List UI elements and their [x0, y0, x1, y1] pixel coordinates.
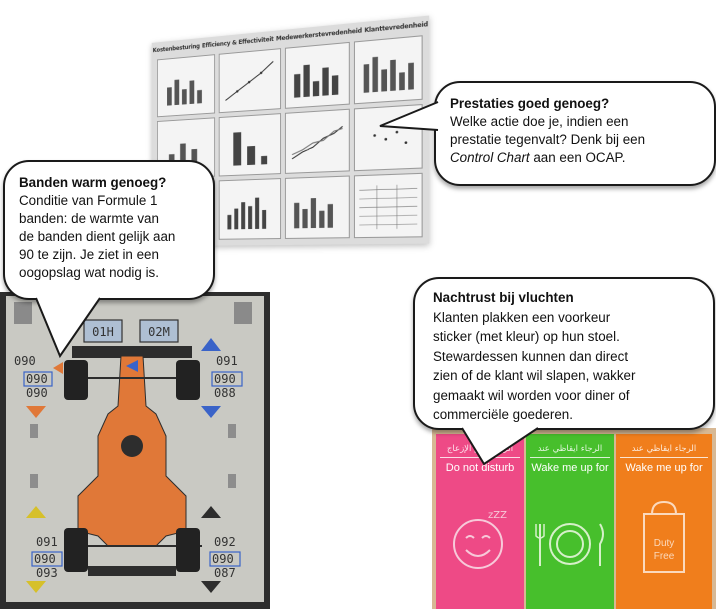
performance-line-1: Welke actie doe je, indien een — [450, 114, 629, 129]
f1-front-left-temp-2: 090 — [26, 372, 48, 386]
mini-chart — [218, 113, 281, 177]
f1-rear-left-temp-2: 090 — [34, 552, 56, 566]
rest-title: Nachtrust bij vluchten — [433, 290, 574, 305]
dashboard-header-2: Efficiency & Effectiviteit — [201, 35, 274, 50]
sticker-wake-me-duty-free: الرجاء ايقاظي عند Wake me up for Duty Fr… — [616, 434, 712, 609]
rest-line-4: zien of de klant wil slapen, wakker — [433, 368, 636, 383]
f1-front-right-temp-2: 090 — [214, 372, 236, 386]
tyres-line-5: oogopslag wat nodig is. — [19, 265, 159, 280]
dashboard-header-1: Kostenbesturing — [152, 42, 200, 54]
performance-line-2: prestatie tegenvalt? Denk bij een — [450, 132, 646, 147]
f1-screen: 01H 02M — [6, 296, 264, 602]
tyres-bubble-tail — [35, 297, 101, 359]
mini-chart — [284, 175, 350, 239]
tyres-bubble: Banden warm genoeg? Conditie van Formule… — [3, 160, 215, 300]
f1-box-right: 02M — [148, 325, 170, 339]
mini-table — [353, 172, 423, 239]
tyres-line-3: de banden dient gelijk aan — [19, 229, 176, 244]
sleep-face-icon: zZZ — [453, 510, 507, 569]
sticker-1-english: Do not disturb — [445, 462, 515, 474]
rest-line-3: Stewardessen kunnen dan direct — [433, 348, 629, 364]
f1-rear-left-temp-3: 093 — [36, 566, 58, 580]
f1-rear-right-temp-1: 092 — [214, 535, 236, 549]
mini-chart — [284, 41, 350, 109]
sticker-wake-me-dinner: الرجاء ايقاظي عند Wake me up for — [526, 434, 614, 609]
sticker-do-not-disturb: الرجاء عدم الإزعاج Do not disturb zZZ — [436, 434, 524, 609]
dashboard-header-4: Klanttevredenheid — [364, 20, 428, 34]
dashboard-grid — [156, 35, 423, 241]
duty-free-bag-icon: Duty Free — [643, 500, 685, 573]
rest-bubble: Nachtrust bij vluchten Klanten plakken e… — [413, 277, 715, 430]
f1-front-left-temp-1: 090 — [14, 354, 36, 368]
f1-front-right-temp-1: 091 — [216, 354, 238, 368]
mini-chart — [218, 48, 281, 114]
mini-chart — [156, 54, 216, 118]
f1-rear-right-temp-3: 087 — [214, 566, 236, 580]
tyres-line-4: 90 te zijn. Je ziet in een — [19, 247, 159, 262]
performance-line-3-rest: aan een OCAP. — [529, 150, 626, 165]
rest-line-6: commerciële goederen. — [433, 407, 573, 422]
flight-stickers-photo: الرجاء عدم الإزعاج Do not disturb zZZ ال… — [432, 428, 716, 609]
duty-free-label-1: Duty — [654, 538, 675, 549]
f1-car-graphic: 01H 02M — [14, 302, 252, 593]
tyres-line-2: banden: de warmte van — [19, 211, 159, 226]
performance-bubble-tail — [379, 101, 439, 131]
performance-title: Prestaties goed genoeg? — [450, 96, 610, 111]
rest-line-1: Klanten plakken een voorkeur — [433, 309, 611, 325]
f1-box-left: 01H — [92, 325, 114, 339]
f1-front-right-temp-3: 088 — [214, 386, 236, 400]
f1-rear-left-temp-1: 091 — [36, 535, 58, 549]
mini-chart — [218, 178, 281, 240]
rest-line-5: gemaakt wil worden voor diner of — [433, 387, 630, 403]
plate-cutlery-icon — [535, 523, 604, 566]
performance-bubble: Prestaties goed genoeg? Welke actie doe … — [434, 81, 716, 186]
tyres-title: Banden warm genoeg? — [19, 175, 167, 190]
rest-bubble-tail — [461, 427, 539, 466]
duty-free-label-2: Free — [654, 551, 675, 562]
rest-line-2: sticker (met kleur) op hun stoel. — [433, 329, 620, 344]
performance-line-3: Control Chart aan een OCAP. — [450, 149, 700, 167]
mini-chart — [284, 108, 350, 174]
dashboard-header-3: Medewerkerstevredenheid — [275, 26, 362, 43]
f1-rear-right-temp-2: 090 — [212, 552, 234, 566]
f1-front-left-temp-3: 090 — [26, 386, 48, 400]
control-chart-term: Control Chart — [450, 150, 530, 165]
tyres-line-1: Conditie van Formule 1 — [19, 193, 158, 208]
sticker-3-arabic: الرجاء ايقاظي عند — [631, 444, 697, 454]
svg-text:zZZ: zZZ — [488, 510, 507, 521]
chart-dashboard-photo: Kostenbesturing Efficiency & Effectivite… — [151, 15, 430, 247]
f1-tyre-display-photo: 01H 02M — [0, 292, 270, 609]
sticker-2-english: Wake me up for — [531, 462, 609, 474]
sticker-2-arabic: الرجاء ايقاظي عند — [537, 444, 603, 454]
sticker-3-english: Wake me up for — [625, 462, 703, 474]
mini-chart — [353, 35, 423, 105]
